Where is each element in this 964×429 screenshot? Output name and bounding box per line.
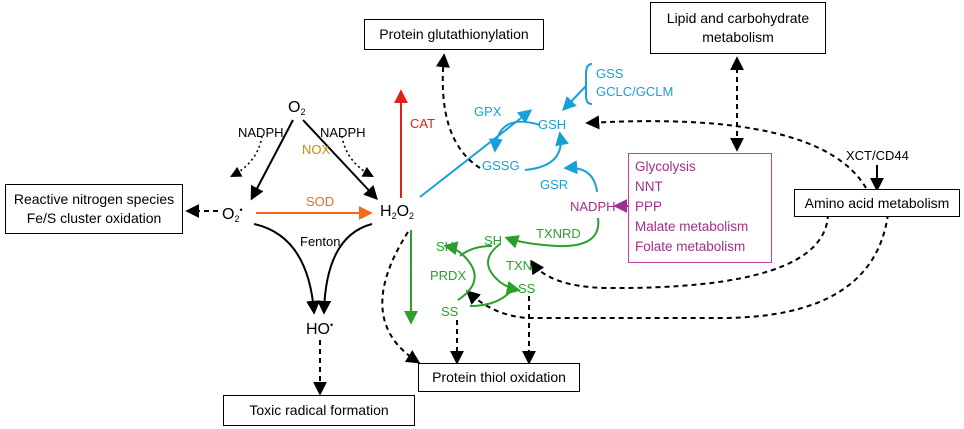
nadph-dotted-right <box>341 135 374 178</box>
gss-to-gsh-arrow <box>562 85 587 112</box>
gss-bracket <box>585 63 593 105</box>
toxic-radical-formation-box: Toxic radical formation <box>223 395 415 426</box>
protein-thiol-oxidation-box: Protein thiol oxidation <box>418 363 580 392</box>
txn-label: TXN <box>506 258 532 273</box>
nadph-to-gsr-curve <box>563 160 598 193</box>
sod-label: SOD <box>306 194 335 209</box>
nadph-to-txnrd-curve <box>504 217 600 249</box>
amino-acid-to-prdx-arrow <box>465 213 889 319</box>
gsh-label: GSH <box>538 117 567 132</box>
fenton-curve-right <box>317 223 373 315</box>
gssg-to-gsh-curve <box>524 131 569 171</box>
lipid-carbohydrate-text-1: Lipid and carbohydrate <box>666 10 810 26</box>
hydroxyl-radical-label: HO• <box>306 320 334 338</box>
toxic-radical-formation-text: Toxic radical formation <box>249 402 389 418</box>
nadph-sources-box: Glycolysis NNT PPP Malate metabolism Fol… <box>628 153 772 263</box>
cat-label: CAT <box>410 116 436 131</box>
txnrd-label: TXNRD <box>536 226 581 241</box>
prdx-ss-label: SS <box>441 304 459 319</box>
reactive-nitrogen-text-1: Reactive nitrogen species <box>13 191 175 207</box>
txn-sh-label: SH <box>484 233 503 248</box>
gpx-label: GPX <box>474 104 502 119</box>
protein-thiol-oxidation-text: Protein thiol oxidation <box>432 369 566 385</box>
amino-acid-metabolism-text: Amino acid metabolism <box>804 194 950 211</box>
metabolism-item-malate: Malate metabolism <box>635 219 749 234</box>
nox-label: NOX <box>302 142 331 157</box>
txn-to-prdx-curve <box>459 245 493 257</box>
amino-acid-to-txn-arrow <box>530 213 829 290</box>
metabolism-item-nnt: NNT <box>635 179 663 194</box>
gss-label: GSS <box>596 66 624 81</box>
nox-arrow-right <box>302 119 378 201</box>
nadph-left-label: NADPH <box>238 125 284 140</box>
txn-ss-label: SS <box>518 281 536 296</box>
amino-acid-metabolism-box: Amino acid metabolism <box>794 189 960 217</box>
gpx-arrow <box>419 109 533 198</box>
oxygen-label: O2 <box>288 99 306 118</box>
reactive-nitrogen-text-2: Fe/S cluster oxidation <box>26 210 162 226</box>
fenton-curve-left <box>253 223 321 315</box>
gsr-label: GSR <box>540 177 569 192</box>
nadph-right-label: NADPH <box>320 125 366 140</box>
metabolism-item-glycolysis: Glycolysis <box>635 159 696 174</box>
lipid-carbohydrate-box: Lipid and carbohydrate metabolism <box>650 2 826 54</box>
prdx-sh-label: SH <box>436 239 455 254</box>
prdx-label: PRDX <box>430 268 467 283</box>
nadph-dotted-left <box>230 135 263 178</box>
xct-cd44-label: XCT/CD44 <box>846 148 909 163</box>
hydrogen-peroxide-label: H2O2 <box>380 203 415 222</box>
h2o2-to-thiol-arrow <box>381 231 421 364</box>
protein-glutathionylation-box: Protein glutathionylation <box>364 19 544 50</box>
lipid-carbohydrate-text-2: metabolism <box>702 29 774 45</box>
nox-arrow-left <box>250 119 294 201</box>
gsh-to-gssg-curve <box>488 120 541 153</box>
txn-sh-to-ss-curve <box>487 243 521 295</box>
gssg-label: GSSG <box>482 158 520 173</box>
reactive-nitrogen-box: Reactive nitrogen species Fe/S cluster o… <box>5 184 183 234</box>
metabolism-item-folate: Folate metabolism <box>635 239 746 254</box>
gclc-gclm-label: GCLC/GCLM <box>596 84 674 99</box>
superoxide-label: O2• <box>222 205 243 224</box>
protein-glutathionylation-text: Protein glutathionylation <box>379 26 529 42</box>
prdx-ss-to-sh-curve <box>443 241 476 301</box>
amino-acid-to-gsh-arrow <box>585 115 867 189</box>
fenton-label: Fenton <box>300 234 341 249</box>
gssg-to-glutathionylation-arrow <box>435 53 481 169</box>
metabolism-item-ppp: PPP <box>635 199 663 214</box>
nadph-purple-label: NADPH <box>570 199 616 214</box>
prdx-to-txn-curve <box>469 291 511 307</box>
